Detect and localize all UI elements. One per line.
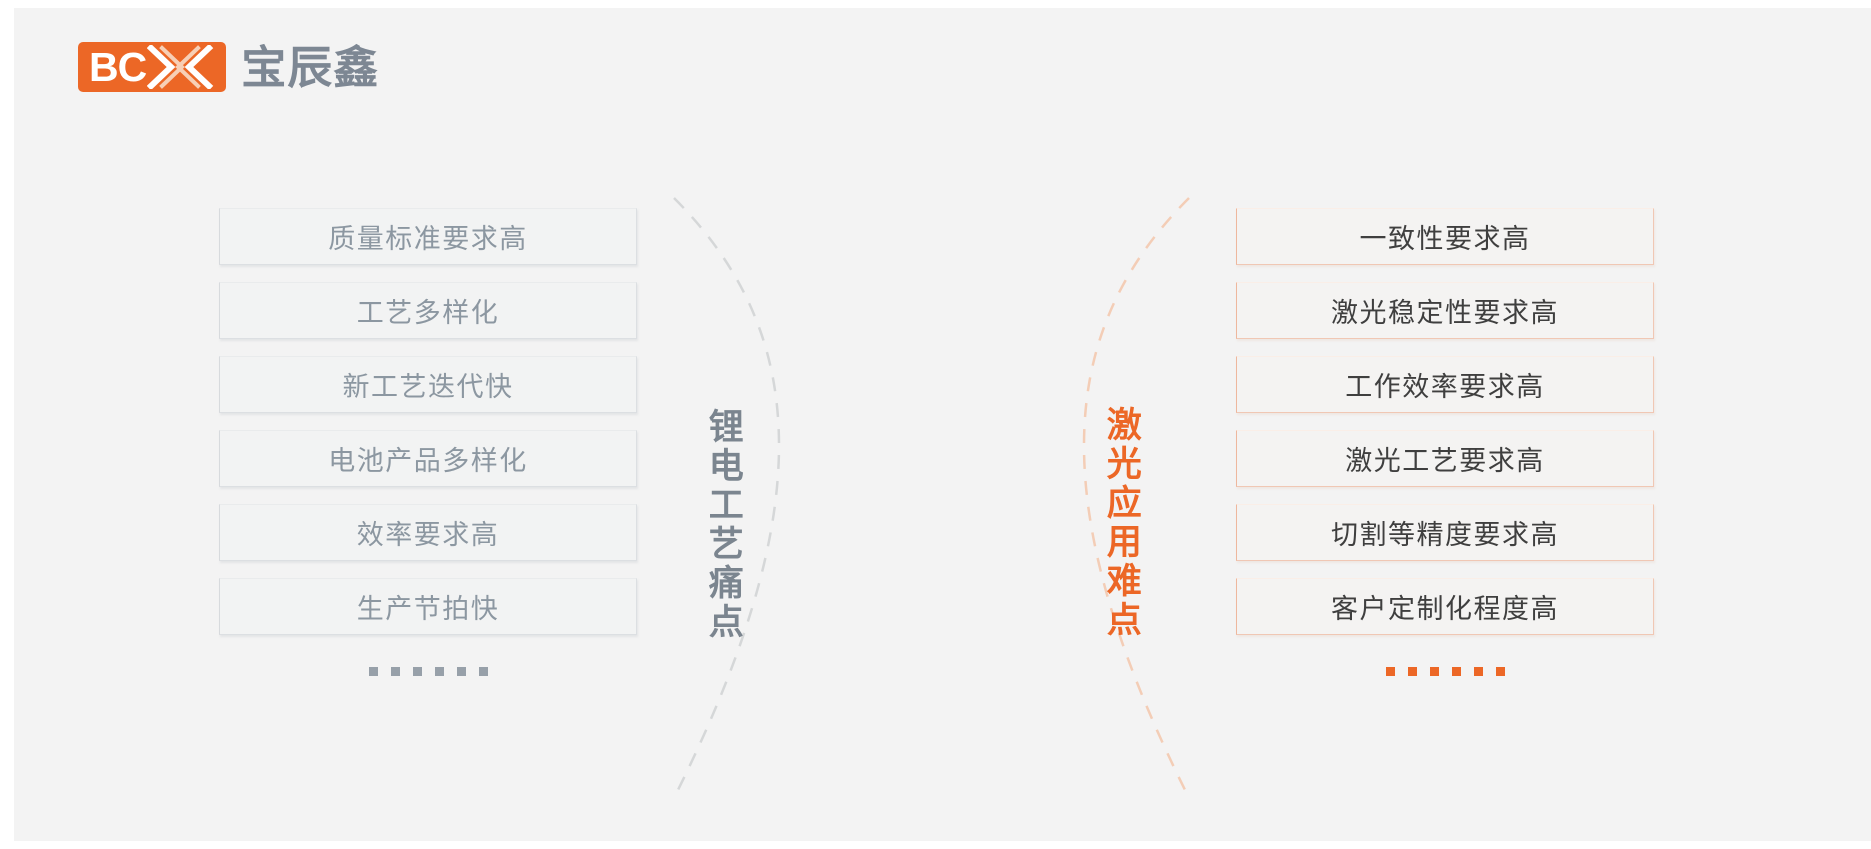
- logo-bc-text: BC: [89, 43, 147, 90]
- pain-points-vertical-label: 锂电工艺痛点: [702, 408, 743, 642]
- ellipsis-dot: [434, 667, 444, 676]
- ellipsis-dot: [1385, 667, 1395, 676]
- ellipsis-indicator: [1236, 667, 1654, 676]
- ellipsis-indicator: [219, 667, 637, 676]
- double-chevron-icon: [147, 45, 217, 89]
- ellipsis-dot: [456, 667, 466, 676]
- ellipsis-dot: [368, 667, 378, 676]
- logo-chinese-name: 宝辰鑫: [241, 40, 380, 94]
- pain-points-column: 质量标准要求高 工艺多样化 新工艺迭代快 电池产品多样化 效率要求高 生产节拍快: [219, 208, 637, 676]
- list-item[interactable]: 生产节拍快: [219, 578, 637, 635]
- list-item[interactable]: 工艺多样化: [219, 282, 637, 339]
- list-item[interactable]: 切割等精度要求高: [1236, 504, 1654, 561]
- list-item[interactable]: 质量标准要求高: [219, 208, 637, 265]
- ellipsis-dot: [390, 667, 400, 676]
- list-item[interactable]: 工作效率要求高: [1236, 356, 1654, 413]
- ellipsis-dot: [478, 667, 488, 676]
- brand-logo: BC 宝辰鑫: [78, 38, 379, 96]
- ellipsis-dot: [1495, 667, 1505, 676]
- logo-badge: BC: [78, 42, 227, 92]
- list-item[interactable]: 新工艺迭代快: [219, 356, 637, 413]
- list-item[interactable]: 客户定制化程度高: [1236, 578, 1654, 635]
- list-item[interactable]: 激光工艺要求高: [1236, 430, 1654, 487]
- list-item[interactable]: 效率要求高: [219, 504, 637, 561]
- ellipsis-dot: [412, 667, 422, 676]
- laser-difficulties-vertical-label: 激光应用难点: [1100, 406, 1141, 640]
- ellipsis-dot: [1407, 667, 1417, 676]
- list-item[interactable]: 电池产品多样化: [219, 430, 637, 487]
- ellipsis-dot: [1473, 667, 1483, 676]
- list-item[interactable]: 一致性要求高: [1236, 208, 1654, 265]
- ellipsis-dot: [1451, 667, 1461, 676]
- laser-difficulties-column: 一致性要求高 激光稳定性要求高 工作效率要求高 激光工艺要求高 切割等精度要求高…: [1236, 208, 1654, 676]
- slide-canvas: BC 宝辰鑫 质量标准要求高 工艺多样化 新工艺迭代快 电池产品多样化 效率要求…: [14, 8, 1871, 841]
- ellipsis-dot: [1429, 667, 1439, 676]
- list-item[interactable]: 激光稳定性要求高: [1236, 282, 1654, 339]
